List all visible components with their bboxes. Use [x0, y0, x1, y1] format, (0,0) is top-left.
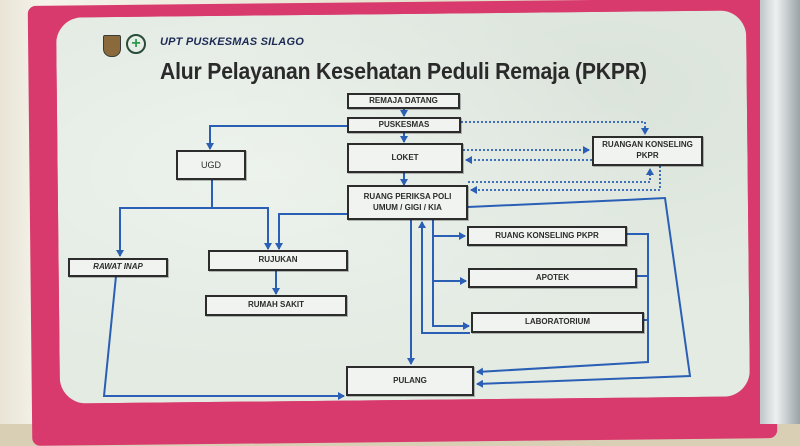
dotted-puskesmas-konseling: [461, 121, 649, 135]
arrow-branch-konseling: [432, 220, 470, 330]
node-loket: LOKET: [347, 143, 463, 173]
node-remaja-datang: REMAJA DATANG: [347, 93, 460, 109]
node-rumah-sakit: RUMAH SAKIT: [205, 295, 347, 316]
flow-arrows: [102, 108, 692, 400]
dotted-periksa-konseling: [468, 168, 654, 183]
arrow-ugd-rujukan: [212, 207, 272, 250]
node-ruang-periksa-line1: RUANG PERIKSA POLI: [363, 191, 452, 201]
node-ugd: UGD: [176, 150, 246, 180]
arrow-rawatinap-pulang: [102, 275, 345, 400]
node-pulang: PULANG: [346, 366, 474, 396]
arrow-services-pulang: [476, 233, 649, 376]
regency-logo-icon: [103, 35, 121, 57]
arrow-lab-back: [418, 221, 470, 334]
node-rujukan: RUJUKAN: [208, 250, 348, 271]
banner-stand-pole: [760, 0, 800, 424]
node-rawat-inap: RAWAT INAP: [68, 258, 168, 277]
arrow-puskesmas-ugd: [206, 125, 347, 150]
node-puskesmas: PUSKESMAS: [347, 117, 461, 133]
arrow-ugd-split: [116, 180, 213, 257]
arrow-periksa-rujukan: [275, 213, 347, 250]
node-apotek: APOTEK: [468, 268, 637, 288]
arrow-periksa-right-pulang: [467, 196, 692, 388]
node-ruang-periksa: RUANG PERIKSA POLI UMUM / GIGI / KIA: [347, 185, 468, 220]
node-ruang-periksa-line2: UMUM / GIGI / KIA: [373, 202, 442, 212]
node-ruangan-konseling: RUANGAN KONSELING PKPR: [592, 136, 703, 166]
node-laboratorium: LABORATORIUM: [471, 312, 644, 333]
banner-title: Alur Pelayanan Kesehatan Peduli Remaja (…: [160, 58, 647, 84]
organization-name: UPT PUSKESMAS SILAGO: [160, 36, 304, 48]
dotted-konseling-periksa: [470, 166, 661, 194]
puskesmas-cross-logo-icon: +: [126, 34, 146, 54]
node-ruang-konseling-pkpr: RUANG KONSELING PKPR: [467, 226, 627, 246]
